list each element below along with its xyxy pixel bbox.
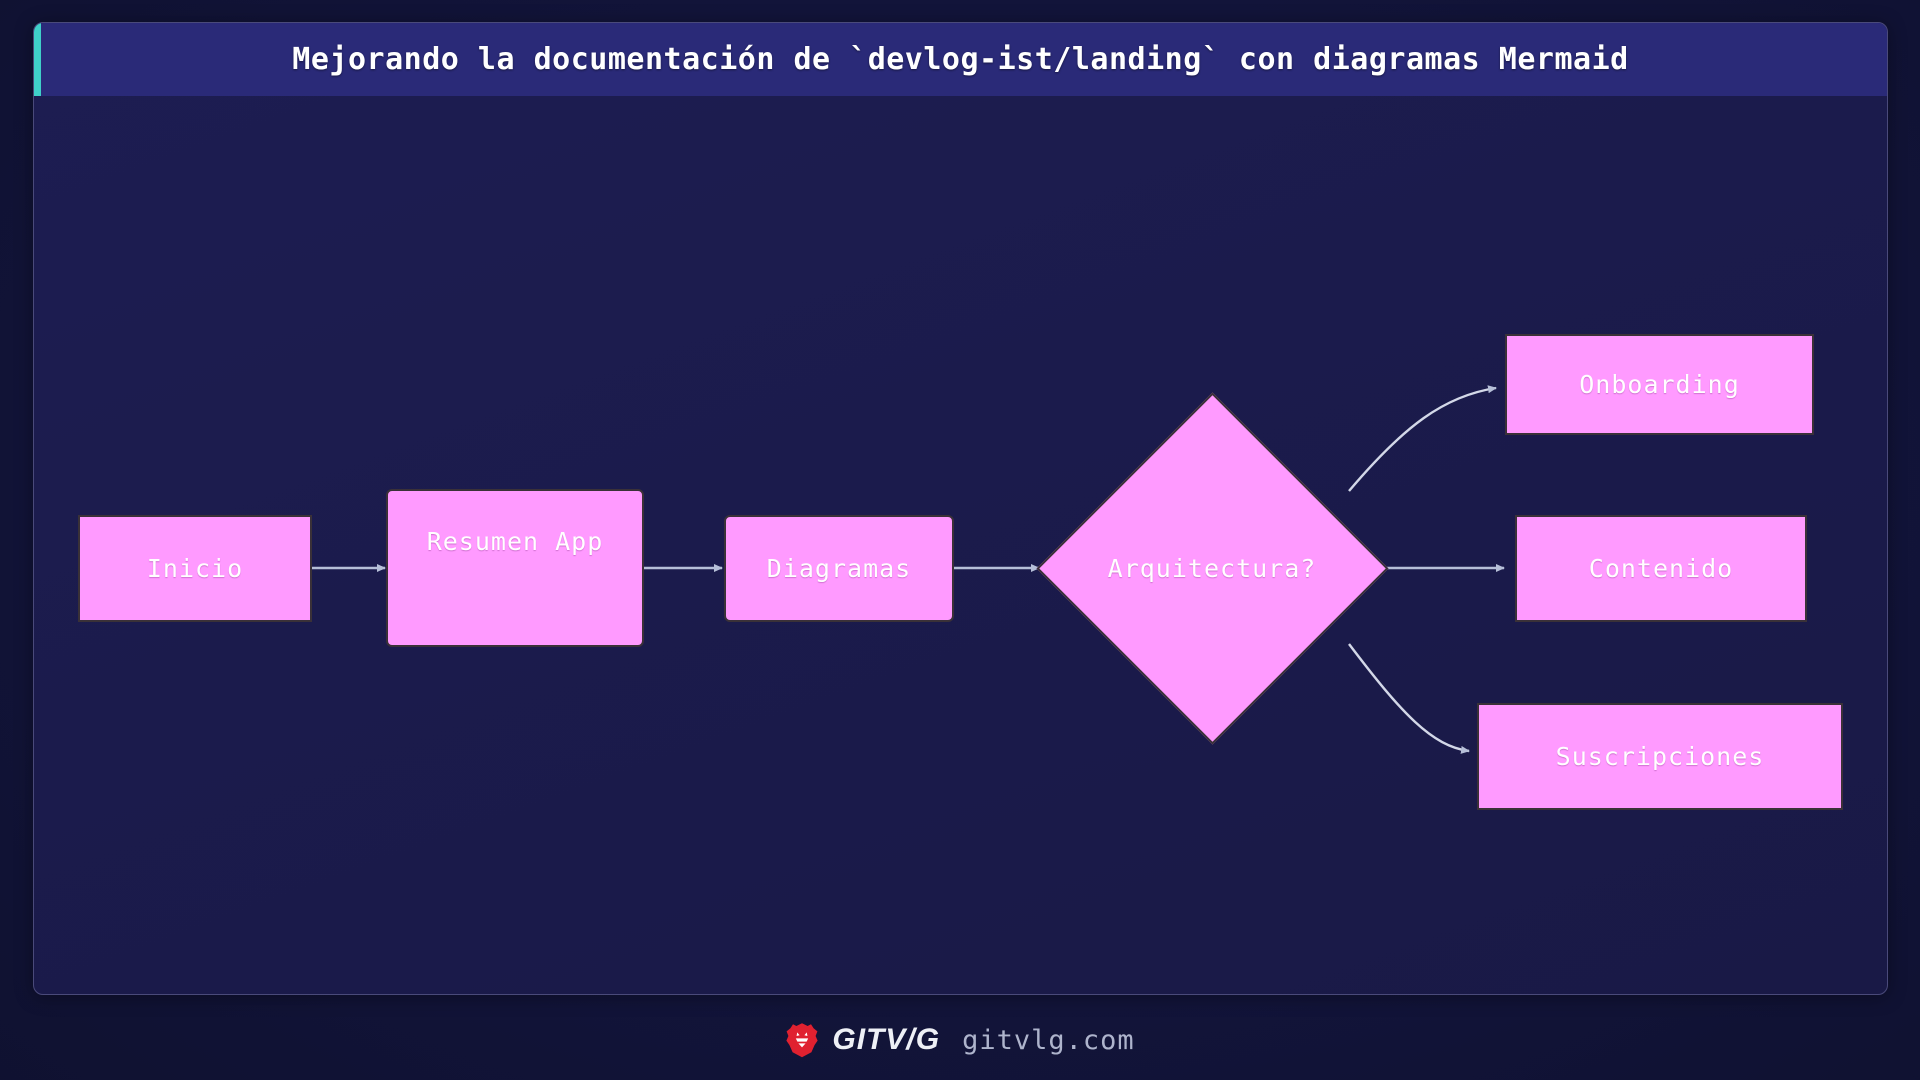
title-accent-bar xyxy=(34,23,41,96)
edge-arquitectura-onboarding xyxy=(1348,385,1497,492)
footer: GITV/G gitvlg.com xyxy=(0,1000,1920,1080)
flow-node-onboarding-label: Onboarding xyxy=(1579,370,1740,399)
flow-node-suscripciones[interactable]: Suscripciones xyxy=(1477,703,1843,810)
slide-card: Mejorando la documentación de `devlog-is… xyxy=(33,22,1888,995)
edge-arquitectura-suscripciones xyxy=(1348,643,1470,754)
flow-node-inicio-label: Inicio xyxy=(146,554,244,583)
brand-name: GITV/G xyxy=(832,1023,941,1056)
flow-node-onboarding[interactable]: Onboarding xyxy=(1505,334,1814,435)
flow-node-resumen-app[interactable]: Resumen App xyxy=(386,489,644,647)
flow-node-diagramas[interactable]: Diagramas xyxy=(724,515,954,622)
flow-node-arquitectura[interactable]: Arquitectura? xyxy=(1035,391,1389,745)
slide-title-band: Mejorando la documentación de `devlog-is… xyxy=(34,23,1887,96)
flow-node-diagramas-label: Diagramas xyxy=(766,554,912,583)
flow-node-inicio[interactable]: Inicio xyxy=(78,515,312,622)
diagram-canvas: Inicio Resumen App Diagramas Arquitectur… xyxy=(34,96,1887,994)
flow-node-suscripciones-label: Suscripciones xyxy=(1555,742,1765,771)
page-title: Mejorando la documentación de `devlog-is… xyxy=(292,42,1629,77)
diagram-edges xyxy=(312,385,1505,754)
flow-node-contenido-label: Contenido xyxy=(1588,554,1734,583)
flow-node-contenido[interactable]: Contenido xyxy=(1515,515,1807,622)
lion-icon xyxy=(786,1023,818,1058)
flow-node-arquitectura-label: Arquitectura? xyxy=(1107,553,1317,583)
flow-node-resumen-app-label: Resumen App xyxy=(426,527,604,556)
brand-url: gitvlg.com xyxy=(962,1024,1135,1056)
